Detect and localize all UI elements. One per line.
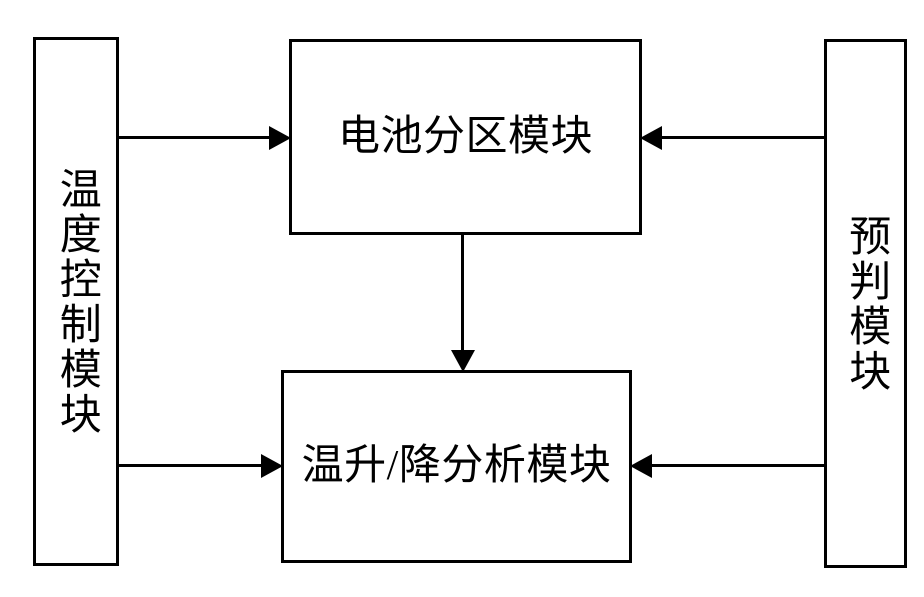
node-temp-control-module-label: 温度控制模块 [53,166,100,437]
arrow-left-icon [630,454,652,478]
connector-line [118,464,266,467]
node-battery-partition-module[interactable]: 电池分区模块 [289,39,642,235]
node-temp-control-module[interactable]: 温度控制模块 [33,37,119,566]
node-temp-rise-fall-analysis-module[interactable]: 温升/降分析模块 [281,370,632,563]
node-temp-rise-fall-analysis-module-label: 温升/降分析模块 [301,443,612,490]
connector-prediction-to-partition [640,126,826,150]
arrow-right-icon [269,126,291,150]
connector-line [662,136,826,139]
node-prediction-module[interactable]: 预判模块 [824,39,907,568]
connector-control-to-partition [118,126,291,150]
connector-control-to-analysis [118,454,283,478]
connector-partition-to-analysis [451,234,475,372]
connector-line [118,136,274,139]
node-prediction-module-label: 预判模块 [842,213,889,394]
arrow-left-icon [640,126,662,150]
connector-line [461,234,464,356]
arrow-down-icon [451,350,475,372]
connector-prediction-to-analysis [630,454,826,478]
node-battery-partition-module-label: 电池分区模块 [337,113,593,160]
connector-line [652,464,826,467]
arrow-right-icon [261,454,283,478]
